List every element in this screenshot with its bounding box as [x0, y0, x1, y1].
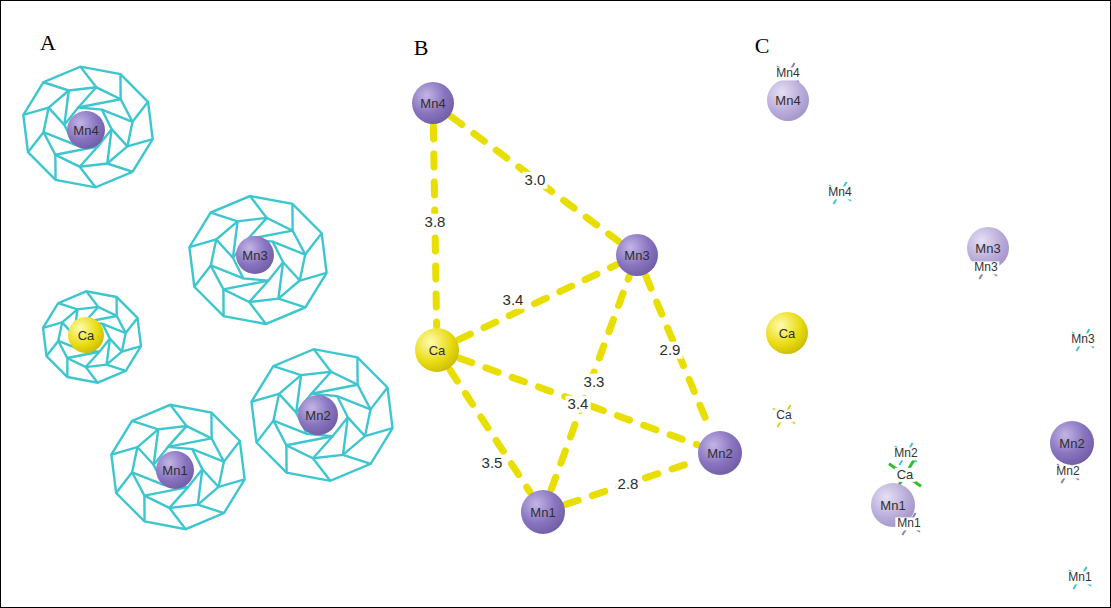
- density-cage: [111, 405, 244, 529]
- distance-label: 3.4: [501, 292, 526, 309]
- density-cage: [43, 291, 141, 382]
- density-cage: [251, 349, 392, 481]
- position-label: Mn2: [892, 447, 919, 460]
- position-label: Ca: [895, 468, 916, 482]
- manganese-sphere: Mn4: [412, 82, 454, 124]
- atom-label: Mn4: [73, 124, 98, 137]
- manganese-sphere: Mn4: [67, 111, 105, 149]
- atom-label: Mn1: [880, 499, 905, 512]
- position-label: Mn2: [1054, 465, 1081, 478]
- manganese-sphere: Mn1: [156, 451, 194, 489]
- atom-label: Mn2: [1059, 437, 1084, 450]
- atom-label: Mn3: [624, 249, 649, 262]
- panel-letter: A: [40, 31, 56, 55]
- distance-dash: [451, 117, 618, 242]
- atom-label: Mn4: [420, 97, 445, 110]
- manganese-sphere: Mn2: [1050, 421, 1094, 465]
- density-cage: [189, 196, 326, 324]
- manganese-sphere: Mn3: [616, 234, 658, 276]
- calcium-sphere: Ca: [766, 312, 808, 354]
- position-cross: [773, 405, 795, 427]
- position-label: Mn3: [1069, 333, 1096, 346]
- distance-dash: [566, 461, 697, 505]
- calcium-sphere: Ca: [68, 317, 104, 353]
- manganese-sphere: Mn3: [236, 236, 274, 274]
- distance-dash: [460, 358, 698, 445]
- position-label: Mn4: [774, 67, 801, 80]
- density-cage: [23, 67, 152, 188]
- atom-label: Ca: [429, 344, 446, 357]
- calcium-sphere: Ca: [415, 328, 459, 372]
- distance-label: 3.3: [582, 374, 607, 391]
- distance-label: 3.0: [523, 172, 548, 189]
- panel-letter: B: [414, 36, 429, 60]
- atom-label: Mn1: [162, 464, 187, 477]
- manganese-sphere: Mn2: [298, 395, 338, 435]
- distance-label: 2.9: [658, 342, 683, 359]
- distance-label: 3.5: [480, 455, 505, 472]
- atom-label: Mn3: [242, 249, 267, 262]
- distance-label: 3.4: [566, 396, 591, 413]
- position-label: Mn1: [1066, 571, 1093, 584]
- distance-dash: [450, 370, 530, 492]
- manganese-sphere: Mn4: [767, 79, 809, 121]
- atom-label: Ca: [78, 329, 95, 342]
- position-label: Mn3: [972, 261, 999, 274]
- distance-dash: [646, 276, 711, 431]
- position-label: Ca: [774, 409, 793, 422]
- atom-label: Mn3: [975, 242, 1000, 255]
- atom-label: Mn2: [707, 447, 732, 460]
- distance-label: 3.8: [423, 214, 448, 231]
- atom-label: Mn2: [305, 409, 330, 422]
- position-label: Mn1: [895, 517, 922, 530]
- manganese-sphere: Mn2: [698, 431, 742, 475]
- atom-label: Ca: [779, 327, 796, 340]
- atom-label: Mn1: [530, 506, 555, 519]
- position-label: Mn4: [826, 186, 853, 199]
- manganese-sphere: Mn1: [521, 490, 565, 534]
- panel-letter: C: [755, 34, 770, 58]
- distance-label: 2.8: [616, 476, 641, 493]
- atom-label: Mn4: [775, 94, 800, 107]
- distance-dash: [459, 265, 617, 340]
- distance-dash: [551, 277, 629, 490]
